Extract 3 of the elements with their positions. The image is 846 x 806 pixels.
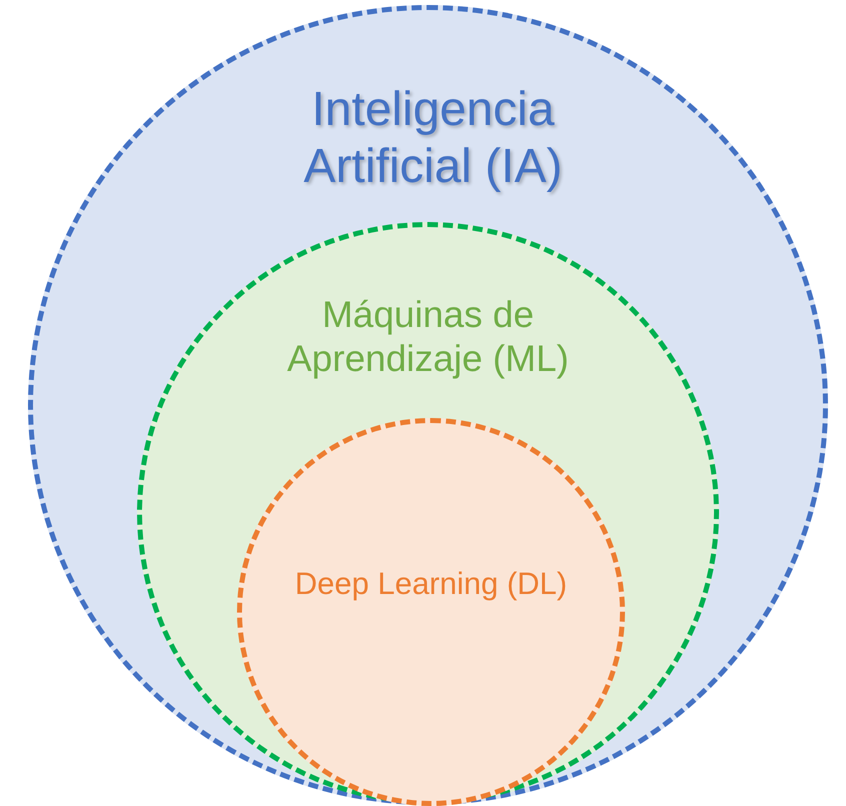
set-label: Deep Learning (DL) [294,565,568,603]
set-label: Máquinas de Aprendizaje (ML) [286,293,570,382]
set-label: Inteligencia Artificial (IA) [302,82,564,195]
